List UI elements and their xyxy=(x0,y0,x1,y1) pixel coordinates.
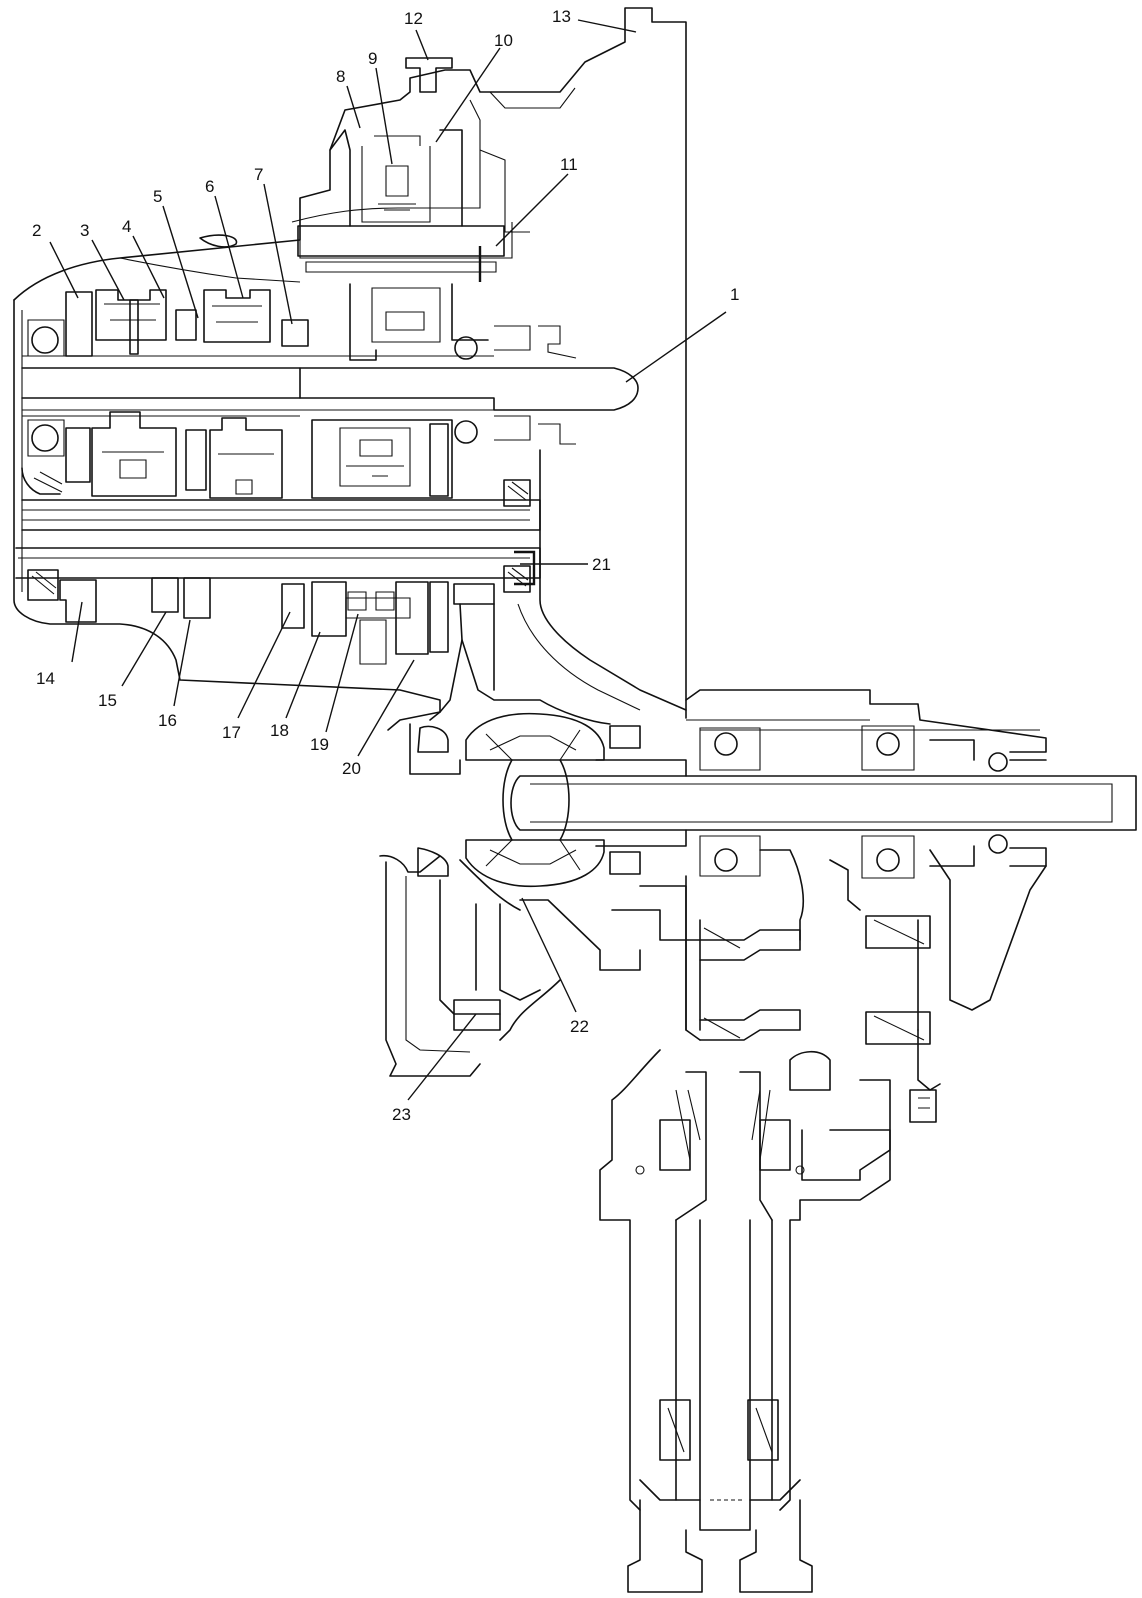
callout-23: 23 xyxy=(392,1105,411,1124)
callout-12: 12 xyxy=(404,9,423,28)
callout-17: 17 xyxy=(222,723,241,742)
upper-gear-cluster xyxy=(27,289,309,357)
differential xyxy=(417,712,641,888)
callout-10: 10 xyxy=(494,31,513,50)
callout-2: 2 xyxy=(32,221,41,240)
callout-16: 16 xyxy=(158,711,177,730)
drop-case xyxy=(685,849,1047,1123)
lower-gear-cluster xyxy=(59,577,495,665)
callout-20: 20 xyxy=(342,759,361,778)
callout-14: 14 xyxy=(36,669,55,688)
callout-labels: 1 2 3 4 5 6 7 8 9 10 11 12 13 14 15 16 1… xyxy=(32,7,739,1124)
callout-21: 21 xyxy=(592,555,611,574)
countershaft xyxy=(15,479,541,601)
callout-5: 5 xyxy=(153,187,162,206)
callout-3: 3 xyxy=(80,221,89,240)
callout-8: 8 xyxy=(336,67,345,86)
callout-9: 9 xyxy=(368,49,377,68)
callout-15: 15 xyxy=(98,691,117,710)
callout-1: 1 xyxy=(730,285,739,304)
callout-11: 11 xyxy=(560,155,578,174)
callout-7: 7 xyxy=(254,165,263,184)
callout-18: 18 xyxy=(270,721,289,740)
callout-22: 22 xyxy=(570,1017,589,1036)
input-shaft xyxy=(21,355,639,417)
callout-19: 19 xyxy=(310,735,329,754)
center-housing xyxy=(387,449,1047,775)
output-stem xyxy=(599,1049,891,1593)
callout-4: 4 xyxy=(122,217,131,236)
transmission-housing xyxy=(13,7,687,719)
axle-shaft xyxy=(510,725,1137,879)
leader-lines xyxy=(49,19,727,1101)
mid-gear-cluster xyxy=(21,411,453,499)
callout-6: 6 xyxy=(205,177,214,196)
callout-13: 13 xyxy=(552,7,571,26)
lower-case xyxy=(379,854,701,1077)
